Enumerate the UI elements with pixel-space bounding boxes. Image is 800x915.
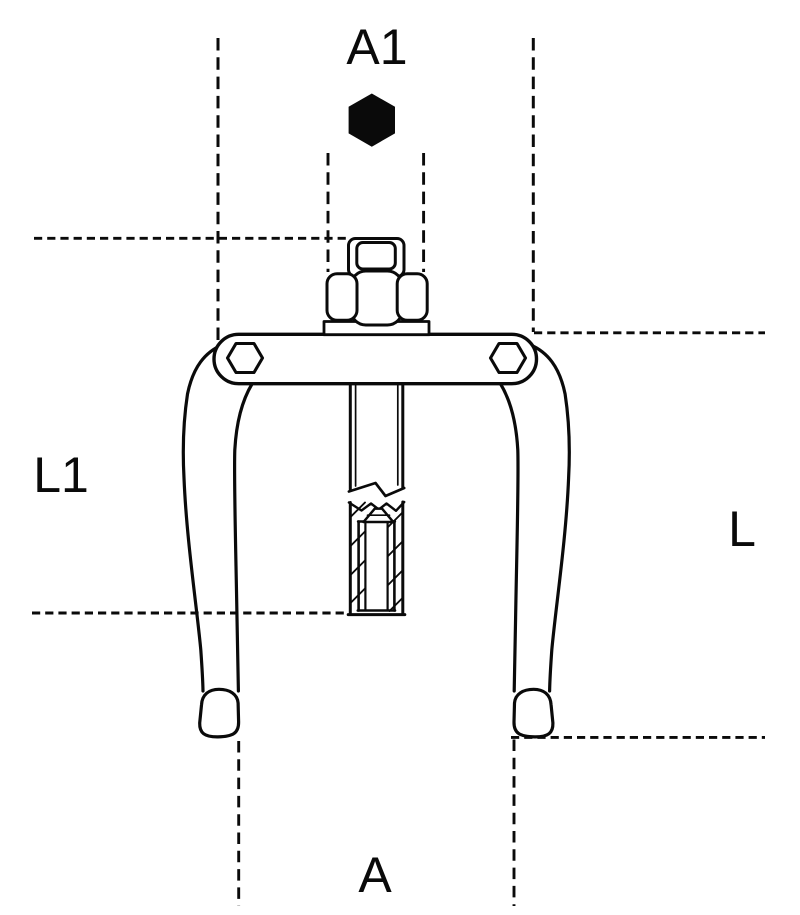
hex-drive-symbol-icon (348, 93, 395, 147)
crossbar-hex-bolt-left (225, 341, 265, 375)
spindle-shaft (348, 379, 405, 491)
leg-right (499, 342, 571, 693)
hex-nut (325, 269, 429, 327)
spindle-tip-section (346, 500, 407, 617)
dimension-label-l: L (728, 501, 756, 557)
leg-left (181, 342, 254, 693)
section-hatching (349, 501, 404, 612)
dimension-label-a: A (358, 847, 392, 903)
dimension-guide-verticals-inner (326, 153, 426, 272)
dimension-label-a1: A1 (346, 19, 408, 75)
spindle-cone-tip (362, 507, 395, 524)
crossbar-hex-bolt-right (488, 341, 528, 375)
dimension-guide-verticals-outer (216, 38, 535, 343)
dimension-guide-horizontals (32, 236, 765, 739)
shaft-break-symbol (347, 481, 406, 512)
claw-foot-right (512, 687, 555, 739)
dimension-guide-verticals-bottom (237, 739, 516, 906)
square-drive-head (347, 237, 406, 278)
claw-foot-left (198, 687, 241, 739)
dimension-label-l1: L1 (33, 447, 89, 503)
